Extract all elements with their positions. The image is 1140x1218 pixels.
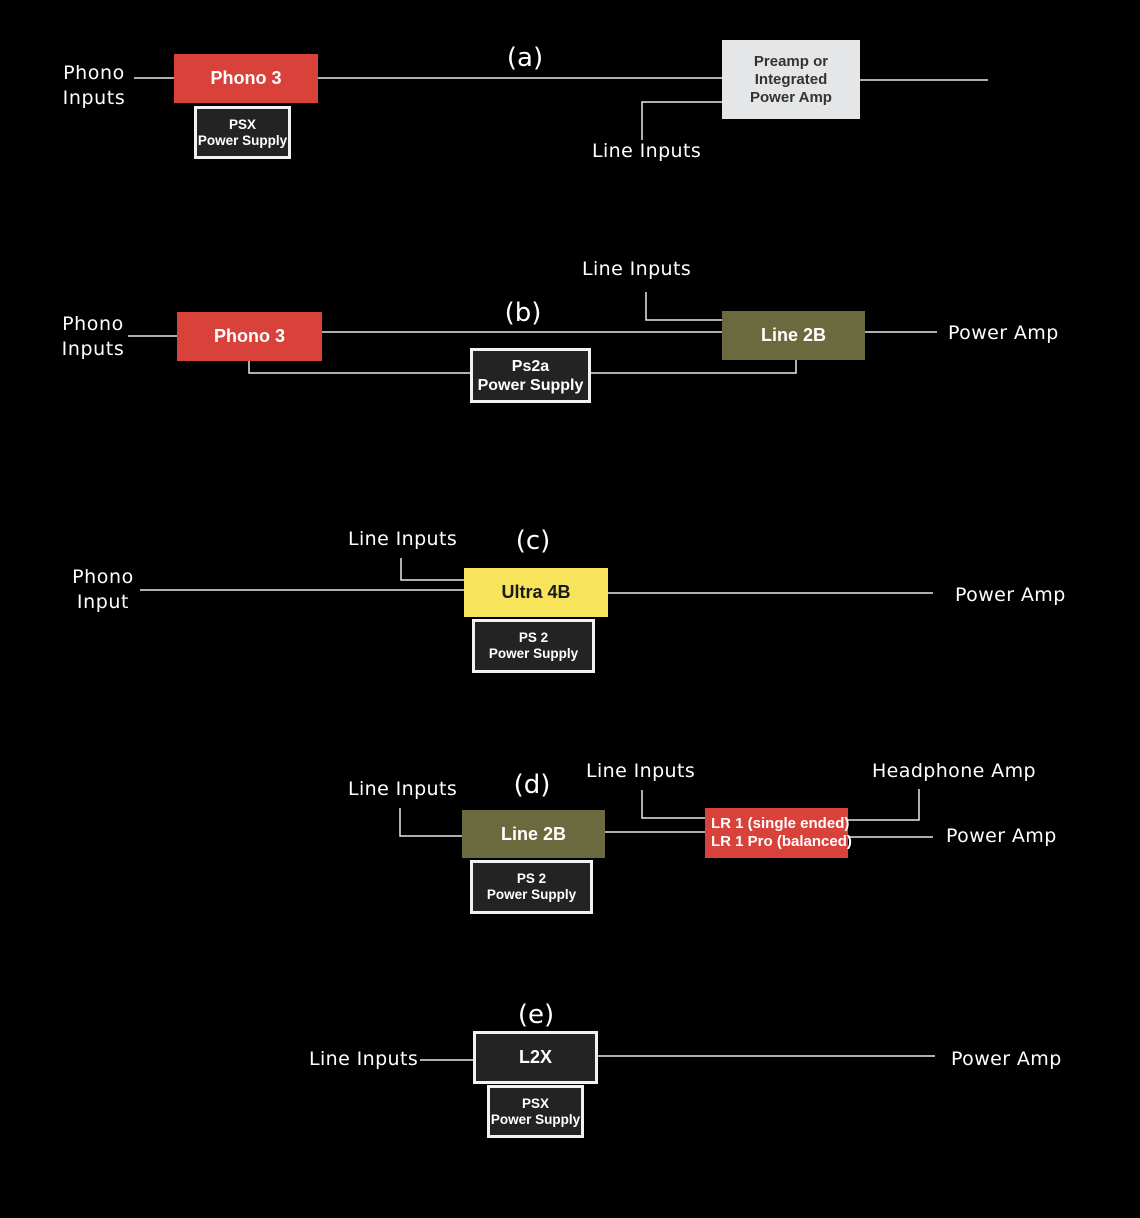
line2b-box-d: Line 2B — [462, 810, 605, 858]
lr1-single-ended-label: LR 1 (single ended) — [711, 815, 850, 832]
diagram-d-tag: (d) — [513, 770, 551, 800]
wire-c-line-inputs — [400, 558, 464, 581]
line-inputs-label-e: Line Inputs — [309, 1048, 419, 1070]
line-inputs-label-a: Line Inputs — [592, 140, 702, 162]
psx-power-supply-a: PSX Power Supply — [194, 106, 291, 159]
diagram-e-tag: (e) — [517, 1000, 555, 1030]
line2b-box-b: Line 2B — [722, 311, 865, 360]
power-amp-label-d: Power Amp — [946, 825, 1057, 847]
l2x-box: L2X — [473, 1031, 598, 1084]
phono3-box-b: Phono 3 — [177, 312, 322, 361]
wire-a-line-inputs — [641, 101, 722, 140]
line-inputs-label-d-left: Line Inputs — [348, 778, 458, 800]
power-amp-label-b: Power Amp — [948, 322, 1059, 344]
power-amp-label-e: Power Amp — [951, 1048, 1062, 1070]
wire-b-psu-left — [248, 361, 470, 374]
lr1-pro-balanced-label: LR 1 Pro (balanced) — [711, 833, 852, 850]
ps2-power-supply-d: PS 2 Power Supply — [470, 860, 593, 914]
power-amp-label-c: Power Amp — [955, 584, 1066, 606]
lr1-box: LR 1 (single ended) LR 1 Pro (balanced) — [705, 808, 852, 858]
diagram-b-tag: (b) — [504, 298, 542, 328]
ps2-power-supply-c: PS 2 Power Supply — [472, 619, 595, 673]
diagram-c-tag: (c) — [515, 526, 551, 556]
diagram-a-tag: (a) — [506, 43, 544, 73]
psx-power-supply-e: PSX Power Supply — [487, 1085, 584, 1138]
phono-input-label-c: Phono Input — [72, 566, 134, 613]
wire-d-line-inputs-mid — [641, 790, 705, 819]
wire-d-headphone — [848, 789, 920, 821]
preamp-integrated-box: Preamp or Integrated Power Amp — [722, 40, 860, 119]
wire-b-psu-right — [591, 360, 797, 374]
ps2a-power-supply: Ps2a Power Supply — [470, 348, 591, 403]
headphone-amp-label: Headphone Amp — [872, 760, 1036, 782]
ultra4b-box: Ultra 4B — [464, 568, 608, 617]
phono-inputs-label-b: Phono Inputs — [61, 313, 125, 360]
line-inputs-label-b: Line Inputs — [582, 258, 692, 280]
wire-d-line-inputs-left — [399, 808, 462, 837]
line-inputs-label-c: Line Inputs — [348, 528, 458, 550]
line-inputs-label-d-mid: Line Inputs — [586, 760, 696, 782]
phono3-box-a: Phono 3 — [174, 54, 318, 103]
wire-b-line-inputs — [645, 292, 722, 321]
phono-inputs-label-a: Phono Inputs — [62, 62, 126, 109]
